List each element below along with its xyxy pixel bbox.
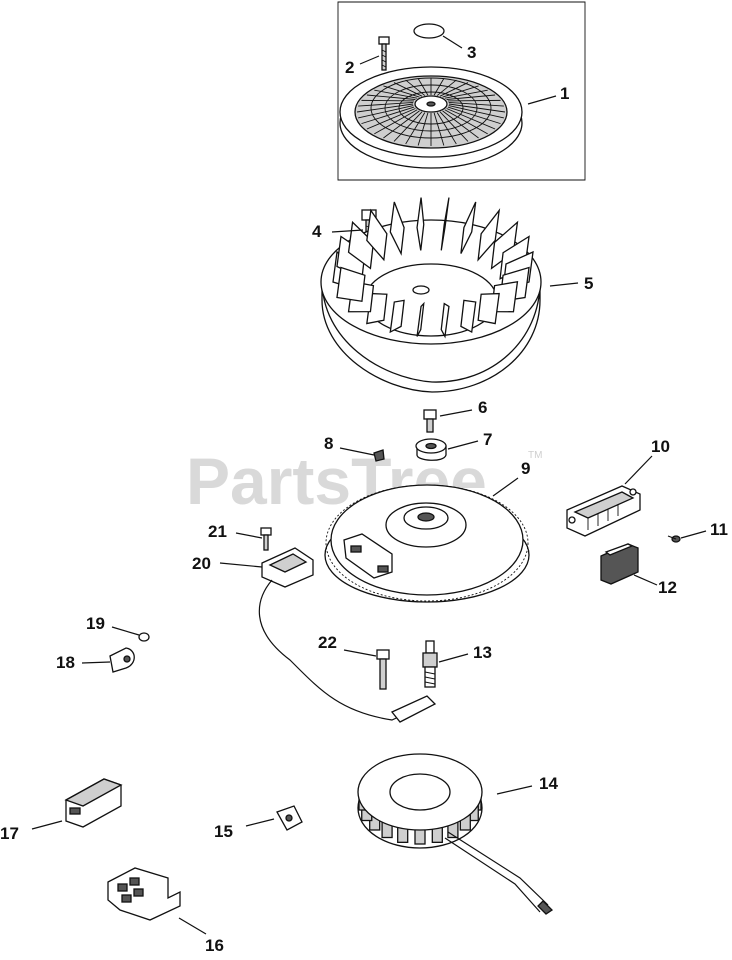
leader-line-21 [235,532,263,539]
part-15-clip[interactable] [276,805,303,831]
callout-17[interactable]: 17 [0,824,19,843]
callout-19[interactable]: 19 [86,614,105,633]
callout-13[interactable]: 13 [473,643,492,662]
callout-6[interactable]: 6 [478,398,487,417]
callout-7[interactable]: 7 [483,430,492,449]
callout-10[interactable]: 10 [651,437,670,456]
callout-18[interactable]: 18 [56,653,75,672]
leader-line-15 [245,818,275,827]
leader-line-4 [331,229,364,233]
callout-9[interactable]: 9 [521,459,530,478]
callout-8[interactable]: 8 [324,434,333,453]
leader-line-18 [81,661,111,664]
leader-line-8 [339,447,375,456]
watermark-trademark: TM [528,450,542,461]
part-12-connector[interactable] [600,543,639,585]
leader-line-7 [447,440,479,450]
leader-line-13 [438,653,469,663]
part-20-ignition-module[interactable] [258,547,437,723]
part-10-regulator[interactable] [566,485,641,537]
leader-line-17 [31,820,63,830]
callout-4[interactable]: 4 [312,222,322,241]
leader-line-1 [527,95,557,105]
part-19-washer[interactable] [138,632,150,642]
part-7-washer[interactable] [415,438,447,461]
part-18-clamp[interactable] [109,647,135,673]
callout-2[interactable]: 2 [345,58,354,77]
callout-20[interactable]: 20 [192,554,211,573]
part-8-key[interactable] [373,449,385,462]
part-13-spark-plug[interactable] [422,640,438,688]
part-14-stator[interactable] [357,753,554,915]
callout-3[interactable]: 3 [467,43,476,62]
part-3-cap[interactable] [413,23,445,39]
leader-line-5 [549,282,579,287]
leader-line-3 [442,35,463,49]
part-1-frame [337,1,586,181]
part-21-screw[interactable] [260,527,272,551]
callout-5[interactable]: 5 [584,274,593,293]
leader-line-2 [359,55,380,65]
callout-22[interactable]: 22 [318,633,337,652]
leader-line-20 [219,562,263,568]
part-17-connector-housing[interactable] [64,778,123,828]
callout-1[interactable]: 1 [560,84,569,103]
leader-line-16 [178,917,207,935]
part-2-screw[interactable] [378,36,390,71]
callout-14[interactable]: 14 [539,774,558,793]
leader-line-10 [624,455,653,485]
part-16-terminal-block[interactable] [107,867,181,921]
leader-line-11 [680,530,707,539]
callout-21[interactable]: 21 [208,522,227,541]
callout-11[interactable]: 11 [710,520,728,539]
leader-line-12 [633,574,658,586]
leader-line-22 [343,649,377,657]
part-11-screw[interactable] [667,535,681,543]
leader-lines [31,35,707,935]
part-1-screen[interactable] [339,66,523,169]
leader-line-14 [496,785,533,795]
leader-line-6 [439,409,473,417]
leader-line-19 [111,626,140,636]
part-22-bolt[interactable] [376,649,390,690]
callout-12[interactable]: 12 [658,578,677,597]
leader-line-9 [492,477,519,497]
part-6-bolt[interactable] [423,409,437,433]
part-9-flywheel[interactable] [324,484,530,603]
part-5-fan[interactable] [320,197,542,393]
callout-15[interactable]: 15 [214,822,233,841]
callout-16[interactable]: 16 [205,936,224,955]
